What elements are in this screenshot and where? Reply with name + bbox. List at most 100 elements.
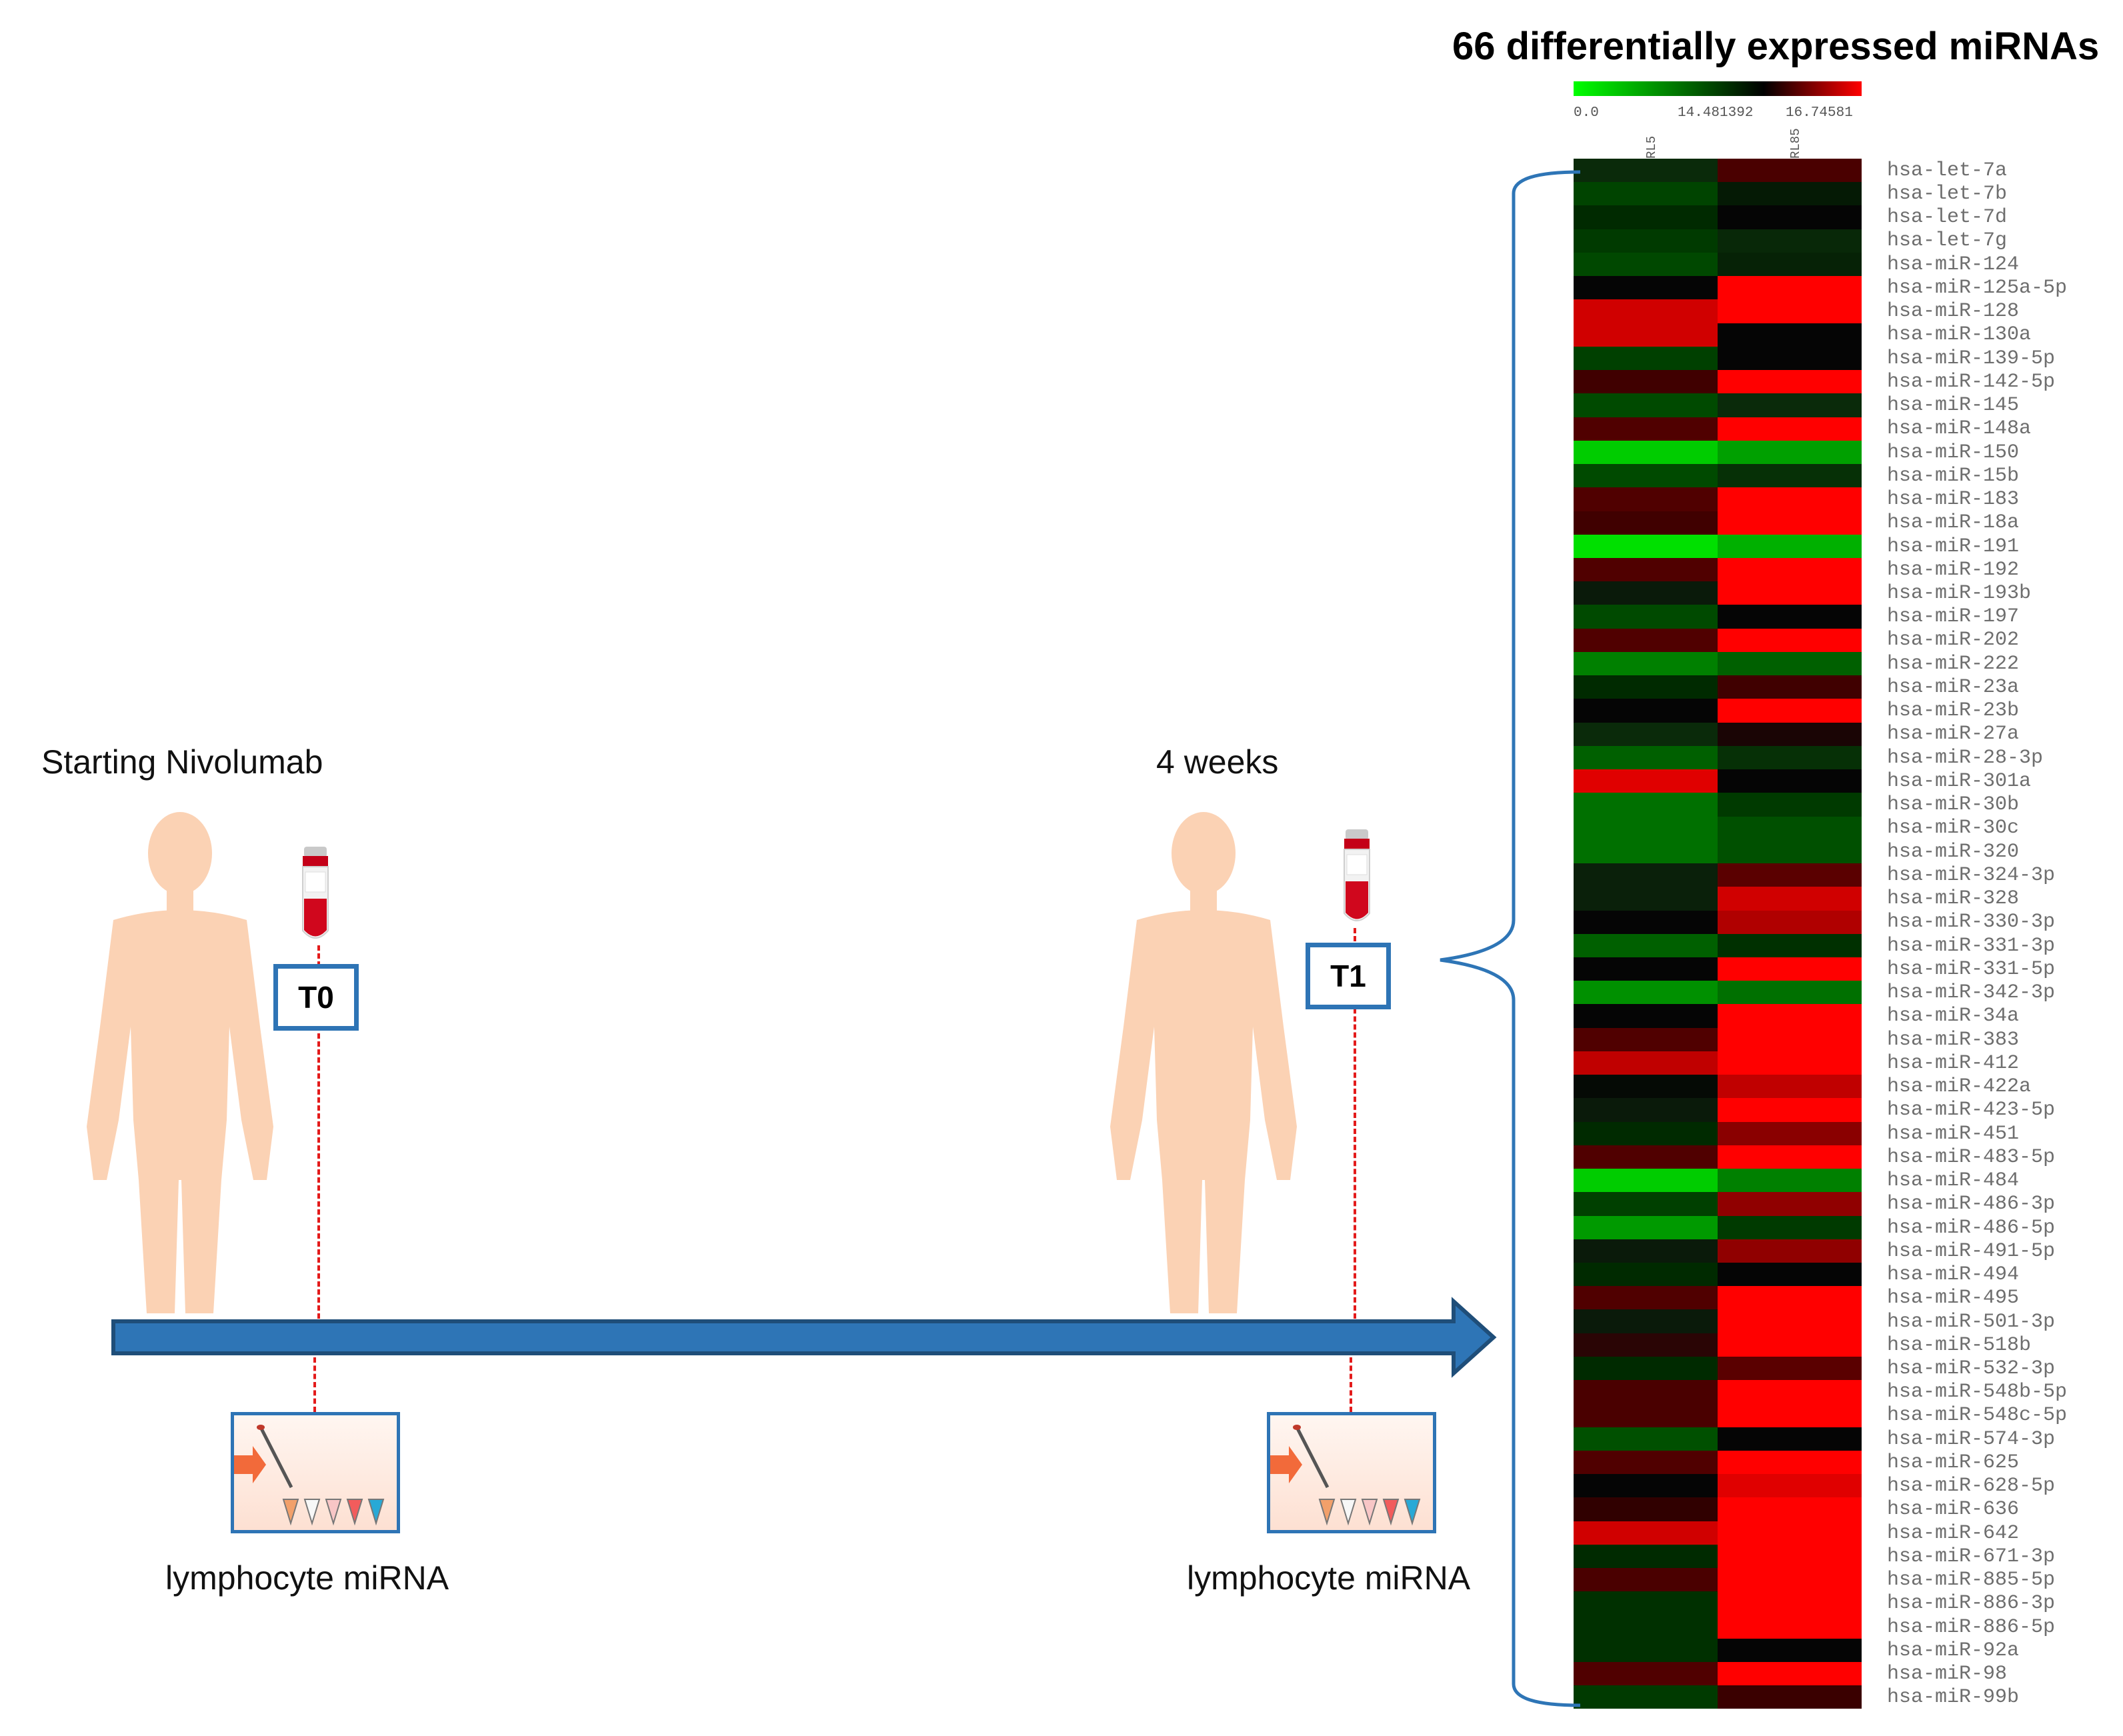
heatmap-cell-rl5: [1574, 464, 1718, 488]
mirna-row-label: hsa-let-7d: [1887, 206, 2008, 229]
heatmap-title: 66 differentially expressed miRNAs: [1452, 25, 2100, 68]
mirna-row-label: hsa-miR-625: [1887, 1451, 2020, 1474]
heatmap-cell-rl5: [1574, 793, 1718, 817]
heatmap-cell-rl5: [1574, 1309, 1718, 1333]
heatmap-cell-rl5: [1574, 675, 1718, 699]
human-figure-icon: [87, 812, 273, 1313]
lab-processing-box-t0: [231, 1412, 400, 1533]
heatmap-cell-rl5: [1574, 205, 1718, 229]
heatmap-cell-rl85: [1718, 1333, 1862, 1357]
heatmap-cell-rl5: [1574, 1215, 1718, 1239]
heatmap-row: [1574, 933, 1862, 957]
heatmap-row: [1574, 745, 1862, 770]
heatmap-cell-rl85: [1718, 910, 1862, 934]
heatmap-cell-rl85: [1718, 464, 1862, 488]
mirna-row-label: hsa-miR-99b: [1887, 1686, 2020, 1709]
mirna-row-label: hsa-miR-320: [1887, 840, 2020, 863]
heatmap-cell-rl5: [1574, 1169, 1718, 1193]
heatmap-cell-rl85: [1718, 1239, 1862, 1263]
heatmap-cell-rl5: [1574, 745, 1718, 770]
mirna-row-label: hsa-miR-342-3p: [1887, 981, 2056, 1005]
heatmap-row: [1574, 1662, 1862, 1686]
heatmap-cell-rl5: [1574, 1521, 1718, 1545]
human-figure-icon: [1110, 812, 1297, 1313]
heatmap-row: [1574, 887, 1862, 911]
mirna-row-label: hsa-miR-124: [1887, 253, 2020, 276]
heatmap-cell-rl5: [1574, 1192, 1718, 1216]
heatmap-cell-rl5: [1574, 699, 1718, 723]
heatmap-cell-rl85: [1718, 1169, 1862, 1193]
mirna-row-label: hsa-miR-197: [1887, 605, 2020, 629]
heatmap-row: [1574, 1474, 1862, 1498]
heatmap-grid: [1574, 159, 1862, 1709]
heatmap-row: [1574, 910, 1862, 934]
heatmap-row: [1574, 981, 1862, 1005]
heatmap-cell-rl5: [1574, 323, 1718, 347]
heatmap-row: [1574, 229, 1862, 253]
heatmap-row: [1574, 863, 1862, 887]
heatmap-cell-rl85: [1718, 1591, 1862, 1615]
mirna-row-label: hsa-miR-28-3p: [1887, 746, 2044, 769]
mirna-row-label: hsa-miR-125a-5p: [1887, 276, 2068, 299]
mirna-row-label: hsa-miR-548c-5p: [1887, 1404, 2068, 1427]
heatmap-row: [1574, 1568, 1862, 1592]
mirna-row-label: hsa-miR-328: [1887, 887, 2020, 911]
heatmap-cell-rl85: [1718, 1521, 1862, 1545]
heatmap-cell-rl5: [1574, 887, 1718, 911]
heatmap-row: [1574, 1075, 1862, 1099]
heatmap-cell-rl5: [1574, 581, 1718, 605]
mirna-row-label: hsa-miR-331-5p: [1887, 957, 2056, 981]
heatmap-cell-rl85: [1718, 393, 1862, 417]
heatmap-cell-rl85: [1718, 557, 1862, 582]
heatmap-cell-rl5: [1574, 1497, 1718, 1521]
heatmap-row: [1574, 605, 1862, 629]
mirna-row-label: hsa-miR-494: [1887, 1263, 2020, 1286]
heatmap-row: [1574, 1591, 1862, 1615]
t1-dashed-line: [1354, 928, 1356, 1319]
heatmap-row: [1574, 1121, 1862, 1145]
heatmap-cell-rl85: [1718, 299, 1862, 323]
heatmap-row: [1574, 1286, 1862, 1310]
heatmap-row: [1574, 182, 1862, 206]
mirna-row-label: hsa-miR-191: [1887, 535, 2020, 558]
heatmap-row: [1574, 722, 1862, 746]
mirna-row-label: hsa-miR-636: [1887, 1498, 2020, 1521]
heatmap-cell-rl85: [1718, 1662, 1862, 1686]
heatmap-cell-rl5: [1574, 1286, 1718, 1310]
mirna-row-label: hsa-miR-30b: [1887, 793, 2020, 817]
mirna-row-label: hsa-miR-18a: [1887, 511, 2020, 535]
heatmap-cell-rl85: [1718, 581, 1862, 605]
heatmap-cell-rl5: [1574, 299, 1718, 323]
heatmap-cell-rl5: [1574, 1239, 1718, 1263]
heatmap-cell-rl5: [1574, 605, 1718, 629]
heatmap-cell-rl85: [1718, 1685, 1862, 1709]
heatmap-cell-rl85: [1718, 346, 1862, 371]
heatmap-row: [1574, 159, 1862, 183]
heatmap-cell-rl85: [1718, 276, 1862, 300]
mirna-row-label: hsa-miR-145: [1887, 394, 2020, 417]
heatmap-cell-rl85: [1718, 205, 1862, 229]
pipette-tubes-icon: [1270, 1425, 1421, 1526]
heatmap-cell-rl5: [1574, 346, 1718, 371]
heatmap-cell-rl5: [1574, 393, 1718, 417]
mirna-row-label: hsa-miR-574-3p: [1887, 1427, 2056, 1451]
heatmap-row: [1574, 511, 1862, 535]
heatmap-row: [1574, 1215, 1862, 1239]
heatmap-cell-rl85: [1718, 440, 1862, 465]
heatmap-row: [1574, 1497, 1862, 1521]
mirna-row-label: hsa-miR-23b: [1887, 699, 2020, 723]
heatmap-cell-rl5: [1574, 534, 1718, 558]
mirna-row-label: hsa-miR-330-3p: [1887, 911, 2056, 934]
heatmap-cell-rl5: [1574, 1263, 1718, 1287]
heatmap-cell-rl5: [1574, 1004, 1718, 1028]
mirna-row-label: hsa-miR-486-5p: [1887, 1216, 2056, 1239]
mirna-row-label: hsa-miR-628-5p: [1887, 1475, 2056, 1498]
mirna-row-label: hsa-miR-30c: [1887, 817, 2020, 840]
heatmap-cell-rl85: [1718, 605, 1862, 629]
heatmap-cell-rl85: [1718, 487, 1862, 511]
t0-box: T0: [273, 964, 359, 1031]
mirna-row-label: hsa-miR-671-3p: [1887, 1545, 2056, 1568]
t0-sample-dashed-line: [313, 1357, 316, 1412]
heatmap-cell-rl85: [1718, 816, 1862, 840]
heatmap-cell-rl85: [1718, 1450, 1862, 1475]
